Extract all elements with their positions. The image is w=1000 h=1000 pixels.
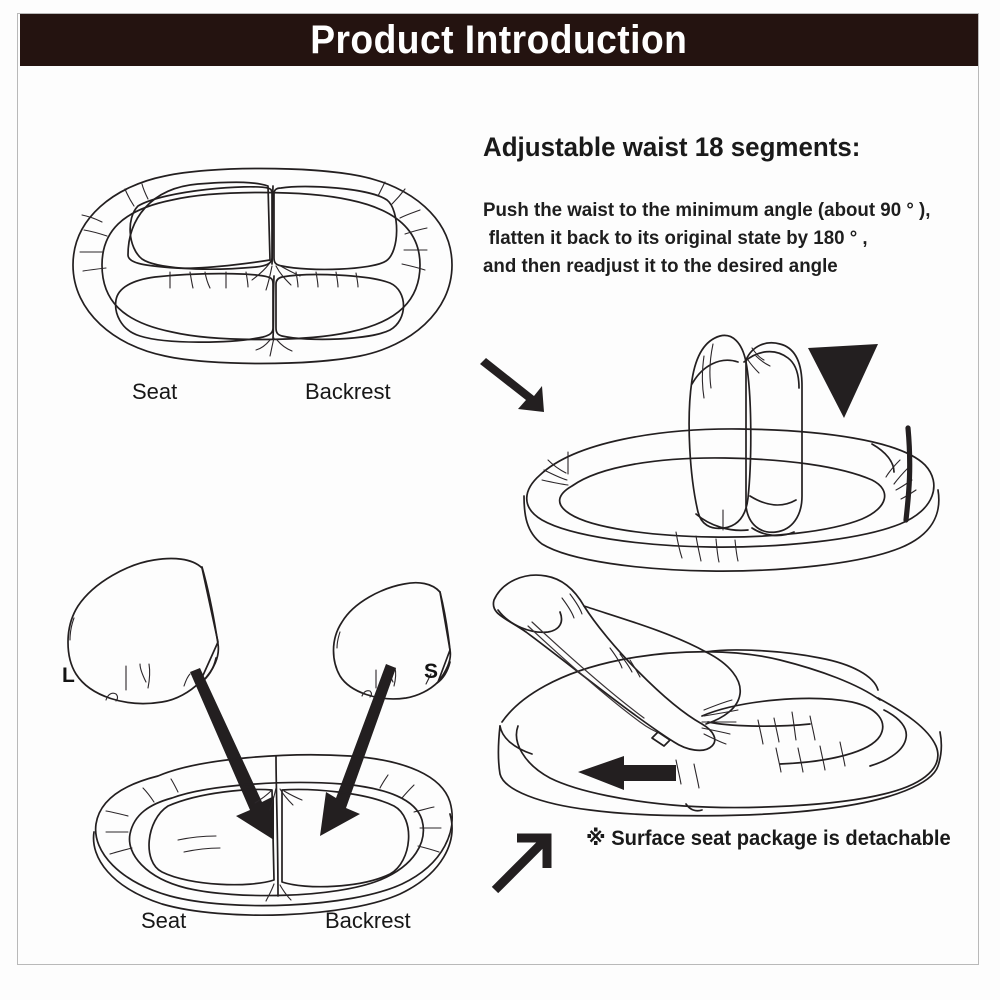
detachable-cover-illustration — [492, 574, 943, 817]
cushion-label-small: S — [424, 660, 439, 683]
cushion-label-large: L — [62, 664, 75, 687]
insert-arrow-left — [190, 668, 274, 840]
detachable-note: ※ Surface seat package is detachable — [586, 827, 951, 850]
push-down-arrow — [480, 358, 544, 412]
body-line-3: and then readjust it to the desired angl… — [483, 255, 838, 277]
body-line-2: flatten it back to its original state by… — [488, 227, 868, 249]
adjustable-body-text: Push the waist to the minimum angle (abo… — [483, 196, 930, 280]
title-banner: Product Introduction — [20, 14, 978, 66]
adjustable-heading: Adjustable waist 18 segments: — [483, 132, 861, 162]
cushion-pads-illustration — [67, 557, 453, 917]
insert-arrow-right — [320, 664, 396, 836]
fold-back-arrow — [808, 344, 913, 523]
caption-seat-bottom: Seat — [141, 908, 187, 933]
caption-backrest-bottom: Backrest — [325, 908, 411, 933]
pull-cover-arrow — [578, 756, 676, 790]
folded-backrest-illustration — [480, 334, 940, 572]
caption-backrest-top: Backrest — [305, 379, 391, 404]
body-line-1: Push the waist to the minimum angle (abo… — [483, 199, 931, 221]
page-title: Product Introduction — [310, 17, 688, 62]
flat-cushion-top-view-illustration — [72, 167, 453, 365]
point-up-arrow — [491, 833, 552, 894]
caption-seat-top: Seat — [132, 379, 178, 404]
